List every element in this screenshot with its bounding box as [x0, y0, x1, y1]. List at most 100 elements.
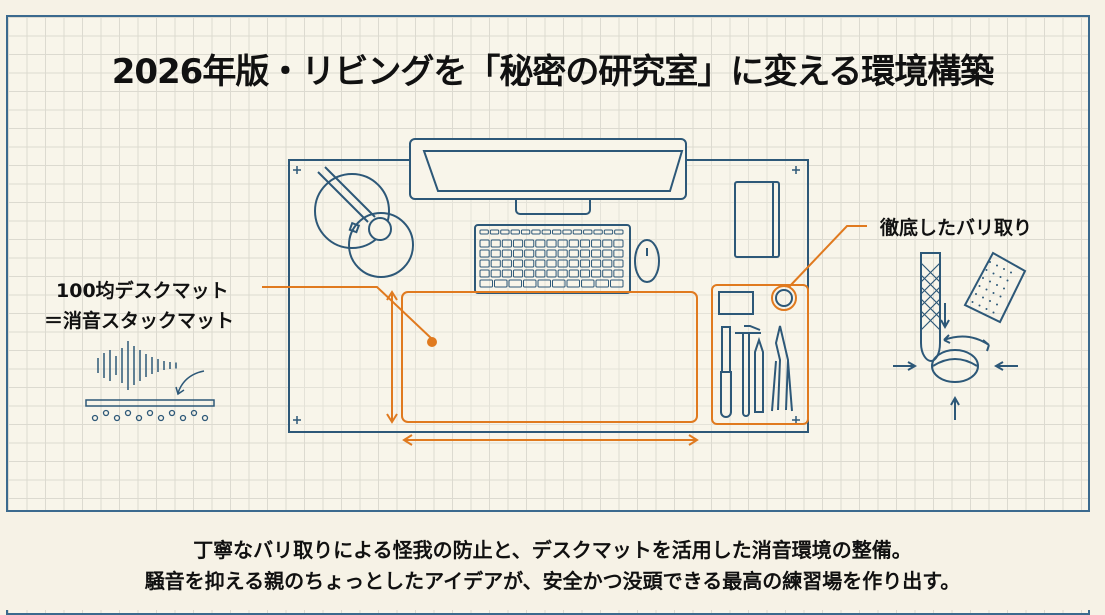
desk-mat — [262, 286, 699, 446]
keyboard-key — [479, 269, 490, 278]
keyboard-key — [490, 239, 501, 248]
page-title: 2026年版・リビングを「秘密の研究室」に変える環境構築 — [111, 52, 995, 92]
keyboard-key — [479, 259, 490, 268]
keyboard-key — [568, 239, 579, 248]
deburr-label: 徹底したバリ取り — [880, 217, 1033, 239]
sandpaper-dot — [982, 296, 984, 299]
sandpaper-dot — [989, 280, 991, 283]
keyboard-key — [562, 229, 572, 235]
keyboard-key — [568, 259, 579, 268]
keyboard-key — [512, 269, 524, 278]
sandpaper-icon — [963, 251, 1027, 324]
keyboard-key — [579, 269, 591, 278]
keyboard-key — [546, 269, 557, 278]
mat-label-line2: ＝消音スタックマット — [44, 310, 235, 332]
sandpaper-dot — [996, 264, 998, 267]
caption-panel — [6, 510, 1090, 610]
keyboard-key — [508, 279, 522, 288]
keyboard-key — [494, 279, 508, 288]
keyboard-key — [581, 279, 595, 288]
deburr-icon — [893, 251, 1027, 420]
keyboard-key — [602, 269, 613, 278]
sandpaper-dot — [1006, 279, 1009, 282]
keyboard-key — [568, 269, 579, 278]
foam-hole — [190, 409, 198, 417]
keyboard-key — [566, 279, 580, 288]
keyboard-key — [602, 249, 613, 258]
keyboard-key — [524, 259, 535, 268]
keyboard-key — [602, 259, 613, 268]
keyboard-key — [602, 239, 613, 248]
keyboard-icon — [474, 224, 631, 294]
foam-hole — [201, 414, 209, 422]
sandpaper-dot — [999, 276, 1002, 278]
desk-lamp-icon — [314, 166, 414, 278]
keyboard-key — [512, 249, 524, 258]
keyboard-key — [572, 229, 583, 235]
sandpaper-dot — [992, 292, 995, 294]
foam-hole — [124, 409, 132, 417]
monitor-icon — [409, 138, 687, 215]
keyboard-key — [535, 269, 546, 278]
keyboard-key — [520, 229, 531, 235]
keyboard-key — [510, 229, 520, 235]
caption-line2: 騒音を抑える親のちょっとしたアイデアが、安全かつ没頭できる最高の練習場を作り出す… — [144, 569, 961, 593]
keyboard-key — [523, 279, 537, 288]
keyboard-key — [531, 229, 541, 235]
keyboard-key — [557, 249, 568, 258]
sandpaper-dot — [985, 288, 988, 291]
keyboard-key — [512, 259, 524, 268]
keyboard-key — [613, 249, 624, 258]
keyboard-key — [535, 239, 546, 248]
notebook-icon — [734, 181, 780, 258]
keyboard-key — [579, 259, 591, 268]
sandpaper-dot — [992, 311, 995, 314]
sandpaper-dot — [1003, 268, 1005, 270]
keyboard-key — [591, 239, 602, 248]
keyboard-key — [552, 229, 562, 235]
sound-wave-icon — [97, 341, 177, 390]
keyboard-key — [579, 249, 591, 258]
keyboard-key — [614, 229, 624, 235]
hammer-icon — [735, 325, 761, 417]
keyboard-key — [524, 269, 535, 278]
keyboard-key — [501, 249, 512, 258]
keyboard-key — [557, 259, 568, 268]
foam-hole — [102, 409, 110, 417]
mouse-icon — [634, 239, 660, 283]
sandpaper-dot — [1010, 271, 1012, 274]
pliers-icon — [771, 325, 793, 412]
keyboard-key — [613, 239, 624, 248]
keyboard-key — [479, 229, 489, 235]
keyboard-key — [535, 259, 546, 268]
sandpaper-dot — [975, 293, 977, 295]
keyboard-key — [479, 249, 490, 258]
keyboard-key — [546, 249, 557, 258]
foam-hole — [135, 414, 143, 422]
sandpaper-dot — [1003, 287, 1005, 290]
chisel-icon — [720, 326, 732, 418]
keyboard-key — [524, 239, 535, 248]
sandpaper-dot — [982, 277, 984, 279]
keyboard-key — [512, 239, 524, 248]
keyboard-key — [593, 229, 603, 235]
sandpaper-dot — [985, 269, 988, 271]
caption-line1: 丁寧なバリ取りによる怪我の防止と、デスクマットを活用した消音環境の整備。 — [193, 538, 912, 562]
keyboard-key — [501, 239, 512, 248]
keyboard-key — [490, 269, 501, 278]
keyboard-key — [479, 279, 493, 288]
tool-tray — [711, 225, 867, 425]
keyboard-key — [489, 229, 500, 235]
keyboard-key — [613, 259, 624, 268]
sandpaper-dot — [971, 301, 974, 303]
keyboard-key — [479, 239, 490, 248]
keyboard-key — [579, 239, 591, 248]
keyboard-key — [490, 249, 501, 258]
pencil-icon — [754, 336, 764, 413]
sandpaper-dot — [985, 308, 988, 310]
mat-label-line1: 100均デスクマット — [56, 280, 229, 302]
file-tool-icon — [920, 252, 941, 363]
keyboard-key — [501, 269, 512, 278]
keyboard-key — [583, 229, 593, 235]
